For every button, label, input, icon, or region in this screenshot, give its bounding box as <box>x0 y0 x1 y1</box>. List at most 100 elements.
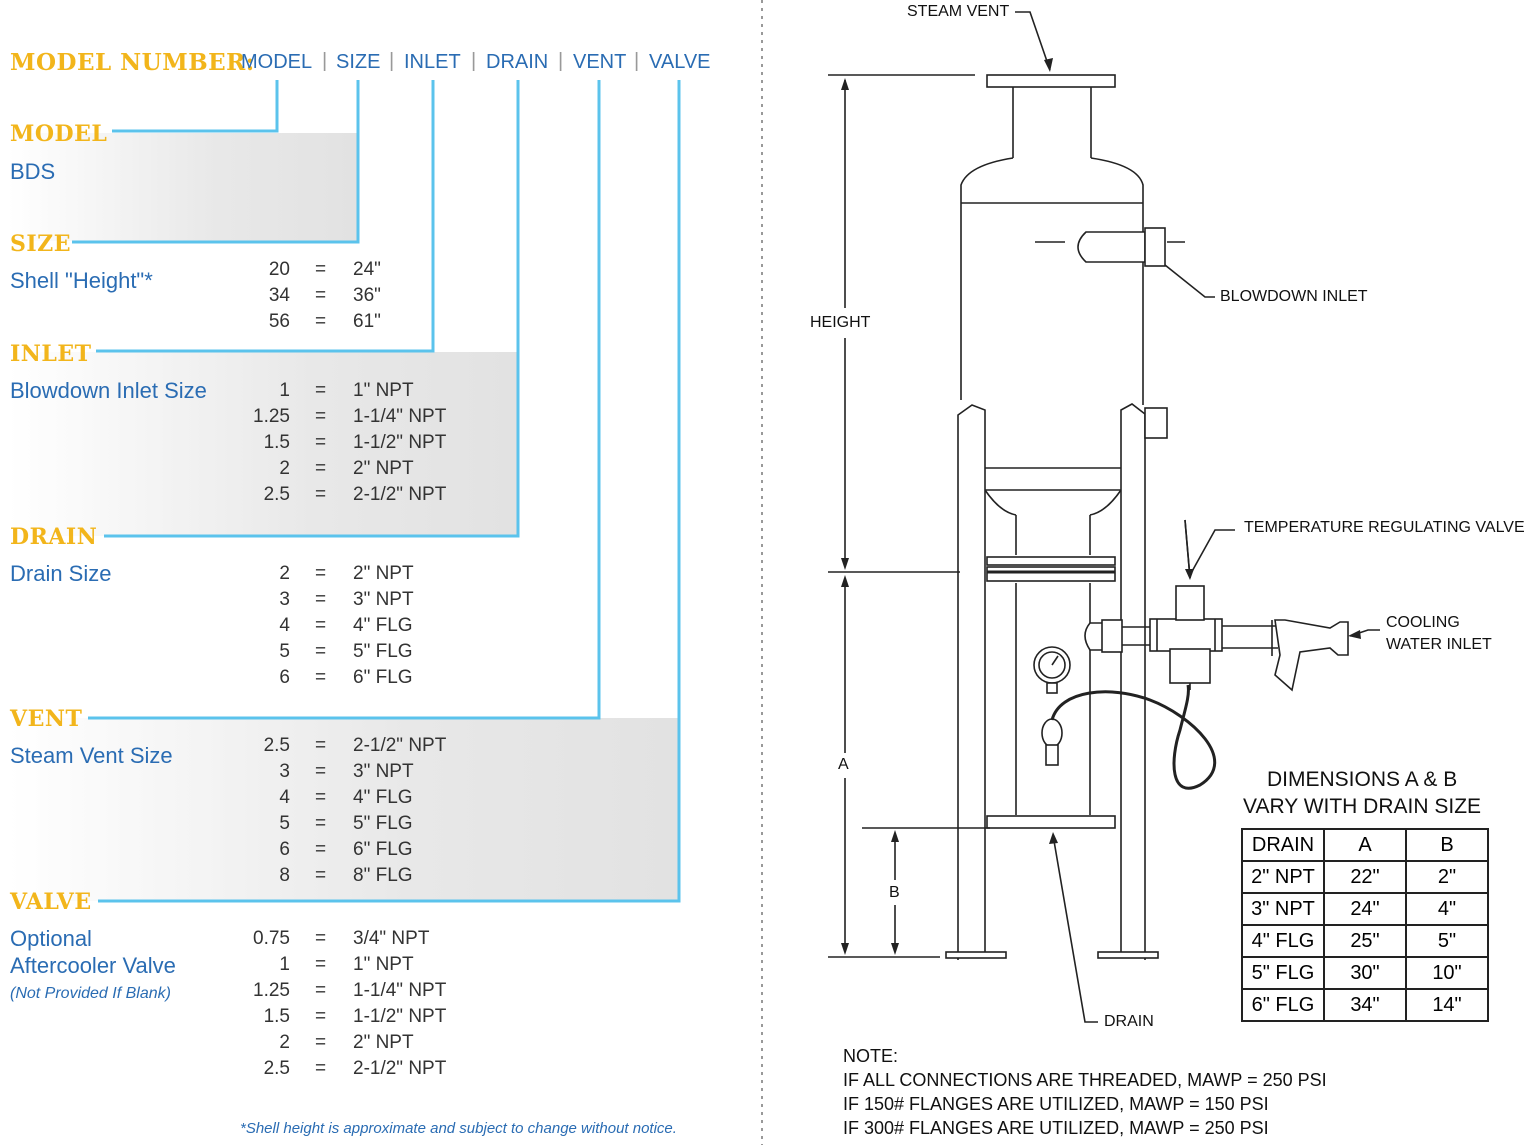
inlet-option-equals: = <box>315 457 327 479</box>
inlet-option-equals: = <box>315 483 327 505</box>
inlet-option-code: 2.5 <box>263 483 290 505</box>
drain-option-code: 5 <box>279 640 290 662</box>
table-cell: 34" <box>1323 988 1407 1022</box>
hdr-sep-2: | <box>389 50 395 72</box>
size-option-equals: = <box>315 259 327 280</box>
valve-option-code: 2 <box>279 1031 290 1053</box>
table-row: 5" FLG 30" 10" <box>1241 956 1489 990</box>
valve-option-code: 1.25 <box>253 979 290 1001</box>
inlet-option-code: 2 <box>279 457 290 479</box>
table-cell: 5" <box>1405 924 1489 958</box>
blowdown-inlet-label: BLOWDOWN INLET <box>1220 288 1368 305</box>
table-cell: 6" FLG <box>1241 988 1325 1022</box>
cooling-label-1: COOLING <box>1386 614 1460 631</box>
steam-vent-label: STEAM VENT <box>907 3 1010 20</box>
drain-option-value: 4" FLG <box>353 614 413 636</box>
inlet-desc: Blowdown Inlet Size <box>10 378 207 403</box>
hdr-model: MODEL <box>241 51 313 73</box>
valve-option-equals: = <box>315 928 327 949</box>
model-desc: BDS <box>10 159 56 184</box>
inlet-option-equals: = <box>315 380 327 401</box>
size-title: SIZE <box>10 231 72 257</box>
valve-option-code: 1.5 <box>263 1005 290 1027</box>
vent-title: VENT <box>10 706 83 732</box>
drain-option-value: 2" NPT <box>353 563 414 584</box>
valve-option-equals: = <box>315 1057 327 1079</box>
vent-option-value: 5" FLG <box>353 812 413 834</box>
dimensions-table: DRAIN A B 2" NPT 22" 2" 3" NPT 24" 4" 4"… <box>1241 828 1489 1022</box>
inlet-option-value: 2-1/2" NPT <box>353 483 447 505</box>
table-cell: 22" <box>1323 860 1407 894</box>
table-row: 2" NPT 22" 2" <box>1241 860 1489 894</box>
note-line-3: IF 300# FLANGES ARE UTILIZED, MAWP = 250… <box>843 1118 1269 1138</box>
drain-option-equals: = <box>315 563 327 584</box>
table-cell: 3" NPT <box>1241 892 1325 926</box>
vent-option-code: 8 <box>279 864 290 886</box>
hdr-size: SIZE <box>336 51 381 73</box>
table-cell: 4" FLG <box>1241 924 1325 958</box>
height-label: HEIGHT <box>810 314 871 331</box>
table-cell: 24" <box>1323 892 1407 926</box>
table-row: 4" FLG 25" 5" <box>1241 924 1489 958</box>
arrowheads <box>841 58 1361 955</box>
drain-title: DRAIN <box>10 524 98 550</box>
hdr-drain: DRAIN <box>486 51 549 73</box>
vent-option-value: 4" FLG <box>353 786 413 808</box>
size-desc: Shell "Height"* <box>10 268 153 293</box>
vent-option-value: 3" NPT <box>353 760 414 782</box>
inlet-title: INLET <box>10 341 92 367</box>
size-option-value: 61" <box>353 310 381 332</box>
valve-option-equals: = <box>315 1031 327 1053</box>
table-cell: 5" FLG <box>1241 956 1325 990</box>
footnote: *Shell height is approximate and subject… <box>240 1120 677 1137</box>
dimensions-title-2: VARY WITH DRAIN SIZE <box>1243 795 1482 818</box>
table-cell: 14" <box>1405 988 1489 1022</box>
valve-desc-3: (Not Provided If Blank) <box>10 985 171 1002</box>
table-cell: 2" <box>1405 860 1489 894</box>
vent-option-equals: = <box>315 838 327 860</box>
vent-option-code: 6 <box>279 838 290 860</box>
table-cell: 4" <box>1405 892 1489 926</box>
bottom-flange <box>986 815 1116 829</box>
table-row: 6" FLG 34" 14" <box>1241 988 1489 1022</box>
valve-option-value: 2" NPT <box>353 1031 414 1053</box>
table-row: 3" NPT 24" 4" <box>1241 892 1489 926</box>
inlet-option-code: 1 <box>279 380 290 401</box>
drain-desc: Drain Size <box>10 561 112 586</box>
drain-option-equals: = <box>315 640 327 662</box>
size-option-value: 24" <box>353 259 381 280</box>
hdr-sep-3: | <box>471 50 477 72</box>
model-shade <box>8 133 358 241</box>
drain-option-value: 5" FLG <box>353 640 413 662</box>
hdr-sep-5: | <box>634 50 640 72</box>
dim-b-label: B <box>889 884 900 901</box>
valve-desc-1: Optional <box>10 926 92 951</box>
drain-option-equals: = <box>315 666 327 688</box>
inlet-option-value: 1-1/4" NPT <box>353 405 447 427</box>
table-header-row: DRAIN A B <box>1241 828 1489 862</box>
hdr-valve: VALVE <box>649 51 711 73</box>
vent-option-equals: = <box>315 760 327 782</box>
inlet-option-code: 1.25 <box>253 405 290 427</box>
valve-option-value: 1-1/2" NPT <box>353 1005 447 1027</box>
hdr-sep-4: | <box>558 50 564 72</box>
valve-option-equals: = <box>315 1005 327 1027</box>
drain-option-equals: = <box>315 588 327 610</box>
table-cell: 2" NPT <box>1241 860 1325 894</box>
model-title: MODEL <box>10 121 108 147</box>
valve-title: VALVE <box>10 889 92 915</box>
drain-option-equals: = <box>315 614 327 636</box>
table-header-cell: B <box>1405 828 1489 862</box>
table-header-cell: A <box>1323 828 1407 862</box>
table-cell: 30" <box>1323 956 1407 990</box>
top-flange <box>986 74 1116 88</box>
vent-desc: Steam Vent Size <box>10 743 173 768</box>
separator-drawing <box>828 11 1380 1023</box>
model-number-connectors <box>72 80 681 903</box>
dimensions-title-1: DIMENSIONS A & B <box>1267 768 1458 791</box>
vent-option-code: 3 <box>279 760 290 782</box>
vent-option-equals: = <box>315 735 327 756</box>
valve-option-value: 1-1/4" NPT <box>353 979 447 1001</box>
valve-option-value: 3/4" NPT <box>353 928 430 949</box>
